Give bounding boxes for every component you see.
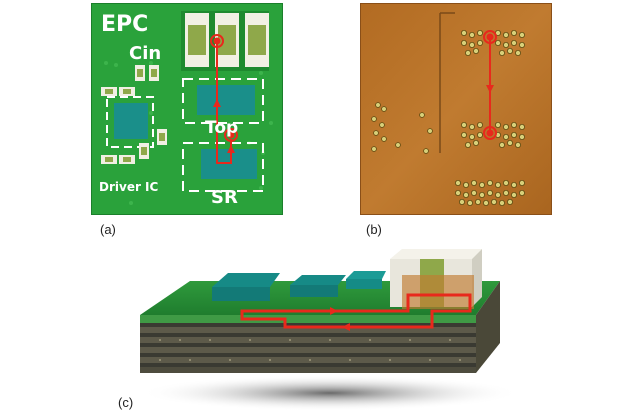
caption-c: (c) — [118, 395, 134, 410]
copper-plane — [360, 3, 552, 215]
caption-a: (a) — [100, 222, 116, 237]
passive-components — [101, 65, 167, 164]
panel-b-inner-layer-view — [360, 3, 552, 215]
current-loop-3d — [240, 293, 472, 331]
top-components — [212, 271, 386, 301]
panel-a-top-layer-view: EPC Cin Top SR Driver IC — [91, 3, 283, 215]
capacitor-block — [390, 249, 482, 309]
layer-vias — [159, 339, 461, 361]
capacitor-1 — [185, 13, 209, 67]
label-cin: Cin — [129, 43, 161, 64]
power-loop-path-inner — [483, 30, 497, 140]
label-epc: EPC — [101, 12, 148, 37]
driver-ic — [106, 96, 154, 148]
panel-c-3d-cross-section — [140, 249, 520, 411]
via-array — [371, 29, 525, 206]
capacitor-3 — [245, 13, 269, 67]
power-loop-path — [210, 34, 238, 164]
drop-shadow — [140, 375, 520, 411]
caption-b: (b) — [366, 222, 382, 237]
input-capacitors — [181, 11, 269, 71]
label-driver-ic: Driver IC — [99, 180, 159, 194]
top-switch-fet — [182, 78, 264, 124]
label-sr: SR — [211, 187, 238, 208]
label-top: Top — [205, 118, 238, 138]
layer-stack — [140, 281, 500, 373]
